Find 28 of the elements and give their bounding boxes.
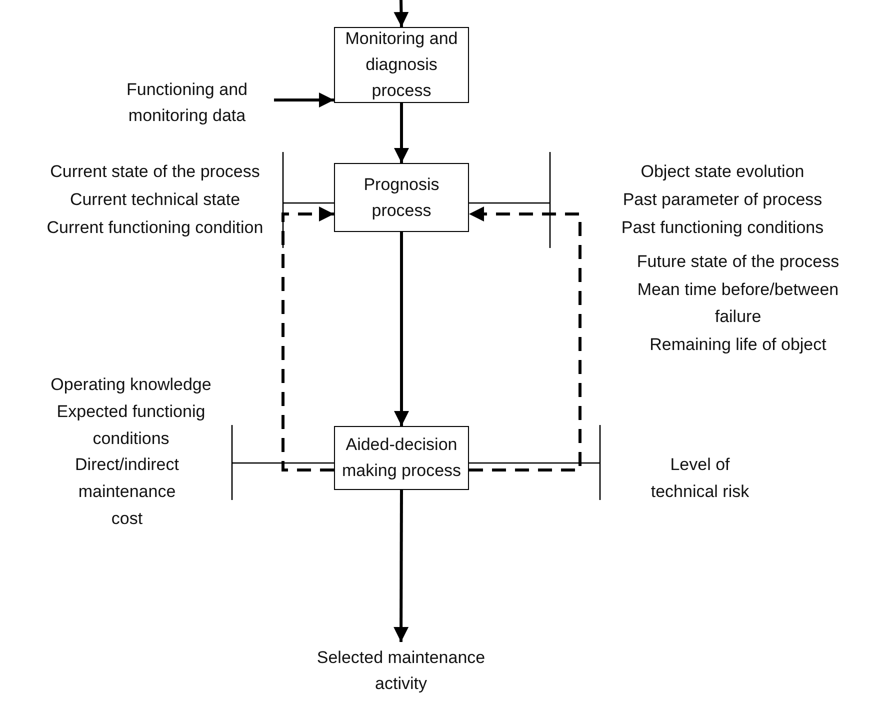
box-label: Monitoring and diagnosis process (344, 28, 459, 102)
annotation-text: Current technical state (68, 189, 242, 211)
annotation-text: Remaining life of object (648, 334, 828, 356)
annotation-text: Object state evolution (640, 161, 806, 183)
annotation-text: Future state of the process (636, 251, 840, 273)
box-label: Aided-decision making process (340, 434, 462, 482)
annotation-text: Current functioning condition (46, 217, 264, 239)
process-box (334, 163, 469, 232)
flow-text: Selected maintenance activity (316, 647, 486, 695)
annotation-text: Direct/indirect maintenance cost (74, 454, 180, 530)
annotation-text: Current state of the process (49, 161, 261, 183)
annotation-text: Operating knowledge (50, 374, 212, 396)
arrow (394, 0, 409, 28)
arrow (394, 490, 409, 642)
annotation-text: Past parameter of process (622, 189, 824, 211)
annotation-text: Expected functionig conditions (56, 401, 206, 450)
arrow (469, 206, 582, 472)
flow-text: Functioning and monitoring data (126, 79, 248, 127)
box-label: Prognosis process (362, 174, 440, 222)
arrow (282, 206, 334, 472)
arrow (274, 92, 334, 108)
annotation-text: Mean time before/between failure (636, 279, 840, 328)
arrow (394, 232, 409, 426)
annotation-text: Past functioning conditions (620, 217, 825, 239)
process-box (334, 426, 469, 490)
arrow (394, 103, 409, 163)
process-box (334, 27, 469, 103)
annotation-text: Level of technical risk (650, 454, 750, 503)
